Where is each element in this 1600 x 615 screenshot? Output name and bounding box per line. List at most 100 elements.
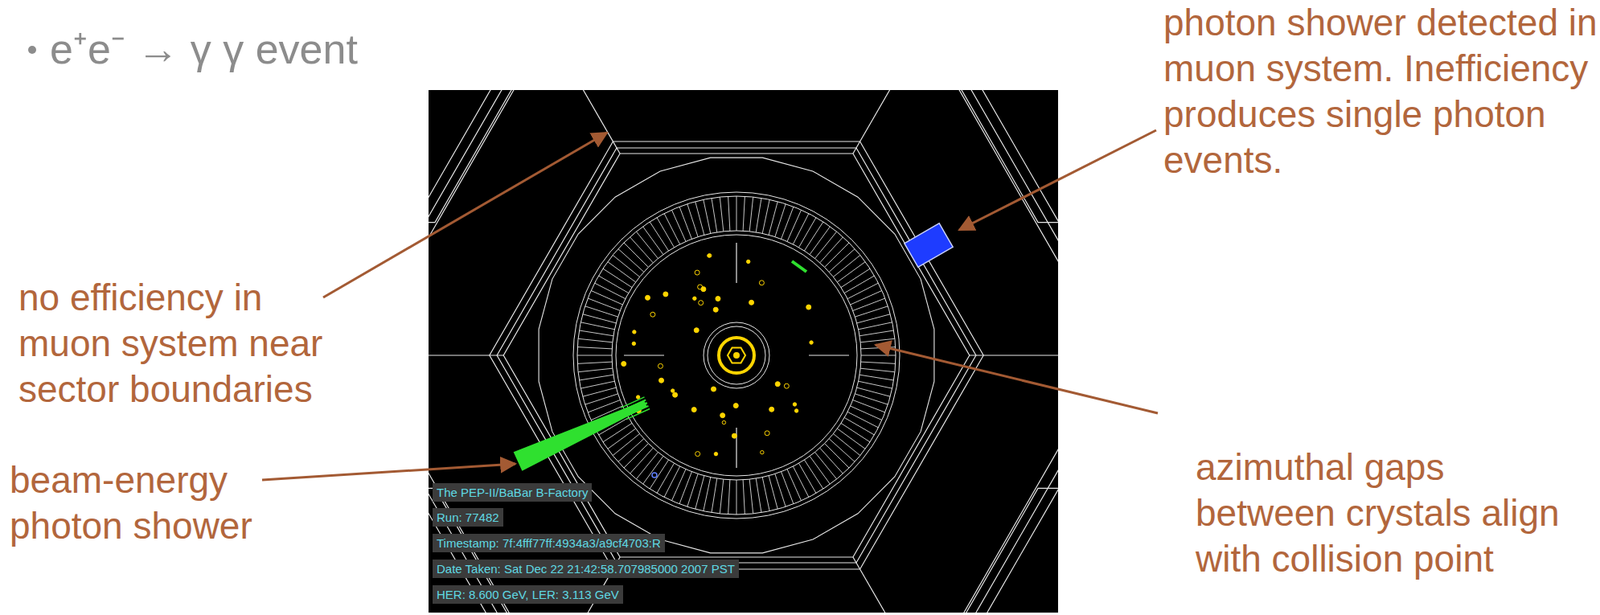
panel-background bbox=[428, 90, 1059, 613]
crystal-gap bbox=[630, 447, 654, 474]
tracker-hit bbox=[621, 361, 627, 367]
crystal-gap bbox=[728, 480, 731, 515]
crystal-gap bbox=[799, 217, 817, 248]
crystal-gap bbox=[853, 400, 886, 413]
crystal-gap bbox=[857, 314, 891, 324]
tracker-hit bbox=[713, 451, 718, 456]
info-text: Run: 77482 bbox=[436, 509, 500, 526]
leader-line bbox=[323, 132, 608, 298]
crystal-gap bbox=[768, 475, 778, 510]
crystal-gap bbox=[860, 368, 895, 372]
crystal-gap bbox=[671, 469, 686, 501]
crystal-gap bbox=[844, 275, 874, 294]
crystal-gap bbox=[582, 387, 617, 397]
muon-layer bbox=[428, 90, 1059, 613]
vertex-tracker bbox=[727, 348, 746, 364]
chamber-tick bbox=[808, 354, 850, 356]
sector-boundary bbox=[458, 90, 620, 154]
crystal-gap bbox=[711, 197, 718, 232]
event-panel bbox=[179, 0, 1294, 615]
crystal-gap bbox=[719, 196, 723, 232]
tracker-hit bbox=[695, 451, 701, 457]
crystal-gap bbox=[841, 422, 870, 442]
crystal-gap bbox=[824, 443, 850, 468]
crystal-gap bbox=[820, 447, 844, 474]
tracker-hit bbox=[792, 402, 796, 407]
tracker-hit bbox=[663, 291, 669, 297]
annotation: photon shower detected in muon system. I… bbox=[1163, 0, 1598, 184]
vertex-tracker bbox=[718, 337, 755, 374]
tracker-hit bbox=[746, 259, 750, 263]
chamber-tick bbox=[623, 354, 665, 356]
crystal-gap bbox=[649, 221, 669, 251]
crystal-gap bbox=[582, 314, 617, 324]
crystal-gap bbox=[742, 480, 745, 515]
info-box: HER: 8.600 GeV, LER: 3.113 GeV bbox=[432, 585, 624, 604]
tracker-hit bbox=[806, 304, 812, 310]
crystal-gap bbox=[671, 209, 686, 242]
crystal-gap bbox=[815, 451, 837, 479]
crystal-gap bbox=[623, 443, 649, 468]
tracker-hit bbox=[733, 403, 739, 409]
crystal-gap bbox=[762, 199, 770, 234]
calorimeter-ring bbox=[611, 230, 862, 480]
crystal-gap bbox=[736, 480, 738, 515]
crystal-gap bbox=[703, 477, 711, 512]
crystal-gap bbox=[832, 434, 860, 456]
crystal-gap bbox=[828, 438, 855, 463]
info-box: The PEP-II/BaBar B-Factory bbox=[432, 483, 592, 502]
crystal-gap bbox=[695, 201, 705, 236]
crystal-gap bbox=[858, 322, 893, 330]
crystal-gap bbox=[755, 478, 762, 513]
crystal-gap bbox=[643, 455, 664, 485]
crystal-gap bbox=[792, 213, 809, 245]
crystal-gap bbox=[612, 254, 640, 277]
tracker-hit bbox=[631, 341, 636, 345]
crystal-gap bbox=[847, 283, 878, 300]
crystal-gap bbox=[742, 196, 745, 231]
crystal-gap bbox=[859, 330, 894, 337]
tracker-hit bbox=[694, 270, 700, 275]
crystal-gap bbox=[736, 196, 738, 231]
muon-hit bbox=[904, 223, 953, 267]
crystal-gap bbox=[643, 226, 664, 255]
tracker-hit bbox=[749, 299, 755, 305]
crystal-gap bbox=[664, 213, 681, 245]
beam-pipe-ring bbox=[703, 322, 770, 389]
photon-shower bbox=[513, 400, 648, 471]
crystal-gap bbox=[578, 368, 613, 372]
crystal-gap bbox=[580, 322, 615, 330]
crystal-gap bbox=[787, 209, 801, 242]
crystal-gap bbox=[859, 374, 894, 381]
tracker-hit bbox=[764, 430, 770, 436]
crystal-gap bbox=[860, 338, 895, 342]
crystal-gap bbox=[857, 387, 891, 397]
crystal-gap bbox=[755, 197, 762, 232]
annotation: beam-energy photon shower bbox=[9, 457, 267, 550]
crystal-gap bbox=[861, 361, 896, 364]
crystal-gap bbox=[847, 411, 878, 428]
crystal-gap bbox=[587, 298, 620, 311]
sector-boundary bbox=[853, 90, 1015, 154]
calorimeter-ring bbox=[573, 192, 900, 519]
calorimeter-ring bbox=[615, 234, 858, 476]
tracker-hit bbox=[691, 407, 697, 413]
crystal-hit bbox=[620, 397, 645, 408]
tracker-hit bbox=[701, 287, 706, 292]
crystal-gap bbox=[578, 330, 613, 337]
crystal-gap bbox=[577, 361, 612, 364]
sector-boundary bbox=[969, 354, 1059, 356]
crystal-gap bbox=[635, 451, 658, 479]
crystal-gap bbox=[578, 374, 613, 381]
crystal-gap bbox=[623, 242, 649, 267]
leader-line bbox=[875, 344, 1158, 414]
tracker-hit bbox=[783, 383, 789, 389]
crystal-gap bbox=[836, 262, 866, 283]
info-box: Date Taken: Sat Dec 22 21:42:58.70798500… bbox=[432, 559, 739, 579]
crystal-gap bbox=[820, 237, 844, 263]
crystal-gap bbox=[703, 199, 711, 234]
crystal-hit bbox=[791, 261, 807, 272]
crystal-gap bbox=[809, 455, 830, 485]
tracker-hit bbox=[693, 328, 699, 333]
annotation: no efficiency in muon system near sector… bbox=[18, 274, 357, 413]
